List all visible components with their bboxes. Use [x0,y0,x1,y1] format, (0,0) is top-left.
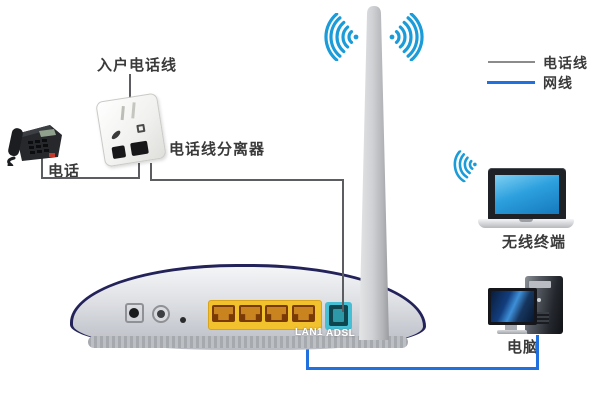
lan-port-block [208,300,322,330]
network-cable-horizontal [306,367,539,370]
label-wireless-terminal: 无线终端 [502,233,567,251]
cable-splitter-to-router-horizontal [150,179,344,181]
lan-port [265,305,288,322]
splitter-phone-port [111,145,127,160]
wifi-waves-left-icon [324,13,359,61]
lan1-port-label: LAN1 [295,327,324,338]
legend-network-cable-label: 网线 [543,76,573,92]
power-button [152,305,170,323]
antenna-icon [359,6,389,340]
splitter-body [95,92,167,168]
laptop-icon [478,166,574,228]
label-phone: 电话 [48,162,81,180]
cable-phone-drop [41,157,43,179]
lan-port [239,305,262,322]
adsl-port [325,302,352,330]
pc-monitor-screen [491,291,534,322]
cable-splitter-left-riser [138,163,140,179]
laptop-latch [519,219,533,222]
router-base [88,336,408,348]
lan-port [212,305,235,322]
legend-phone-line-label: 电话线 [543,56,588,72]
telephone-icon [7,125,62,166]
pc-power-led [537,298,541,302]
pc-monitor-stand [505,325,517,330]
reset-hole [180,317,186,323]
splitter-modem-glyph-icon [136,123,146,134]
pc-monitor [488,288,537,325]
pc-monitor-base [497,330,527,334]
splitter-modem-port [130,140,149,157]
cable-splitter-right-drop [150,163,152,181]
legend-phone-line-swatch [488,61,535,63]
desktop-computer-icon [483,274,567,336]
adsl-port-label: ADSL [326,328,356,339]
wifi-waves-right-icon [389,13,424,61]
laptop-base [478,219,574,228]
label-computer: 电脑 [507,338,540,356]
label-incoming-phone-line: 入户电话线 [97,56,178,74]
wifi-waves-laptop-icon [453,149,477,183]
pc-drive-bay [529,281,551,288]
legend-network-cable-swatch [487,81,535,84]
cable-phone-horizontal [41,177,140,179]
cable-into-adsl-port [342,179,344,312]
power-jack [125,303,144,323]
label-splitter: 电话线分离器 [169,140,266,158]
network-cable-lan-drop [306,347,309,370]
network-cable-pc-riser [536,335,539,370]
cable-label-to-splitter [129,74,131,100]
lan-port-1 [292,305,315,322]
splitter-icon [95,92,167,168]
laptop-screen [495,175,559,214]
